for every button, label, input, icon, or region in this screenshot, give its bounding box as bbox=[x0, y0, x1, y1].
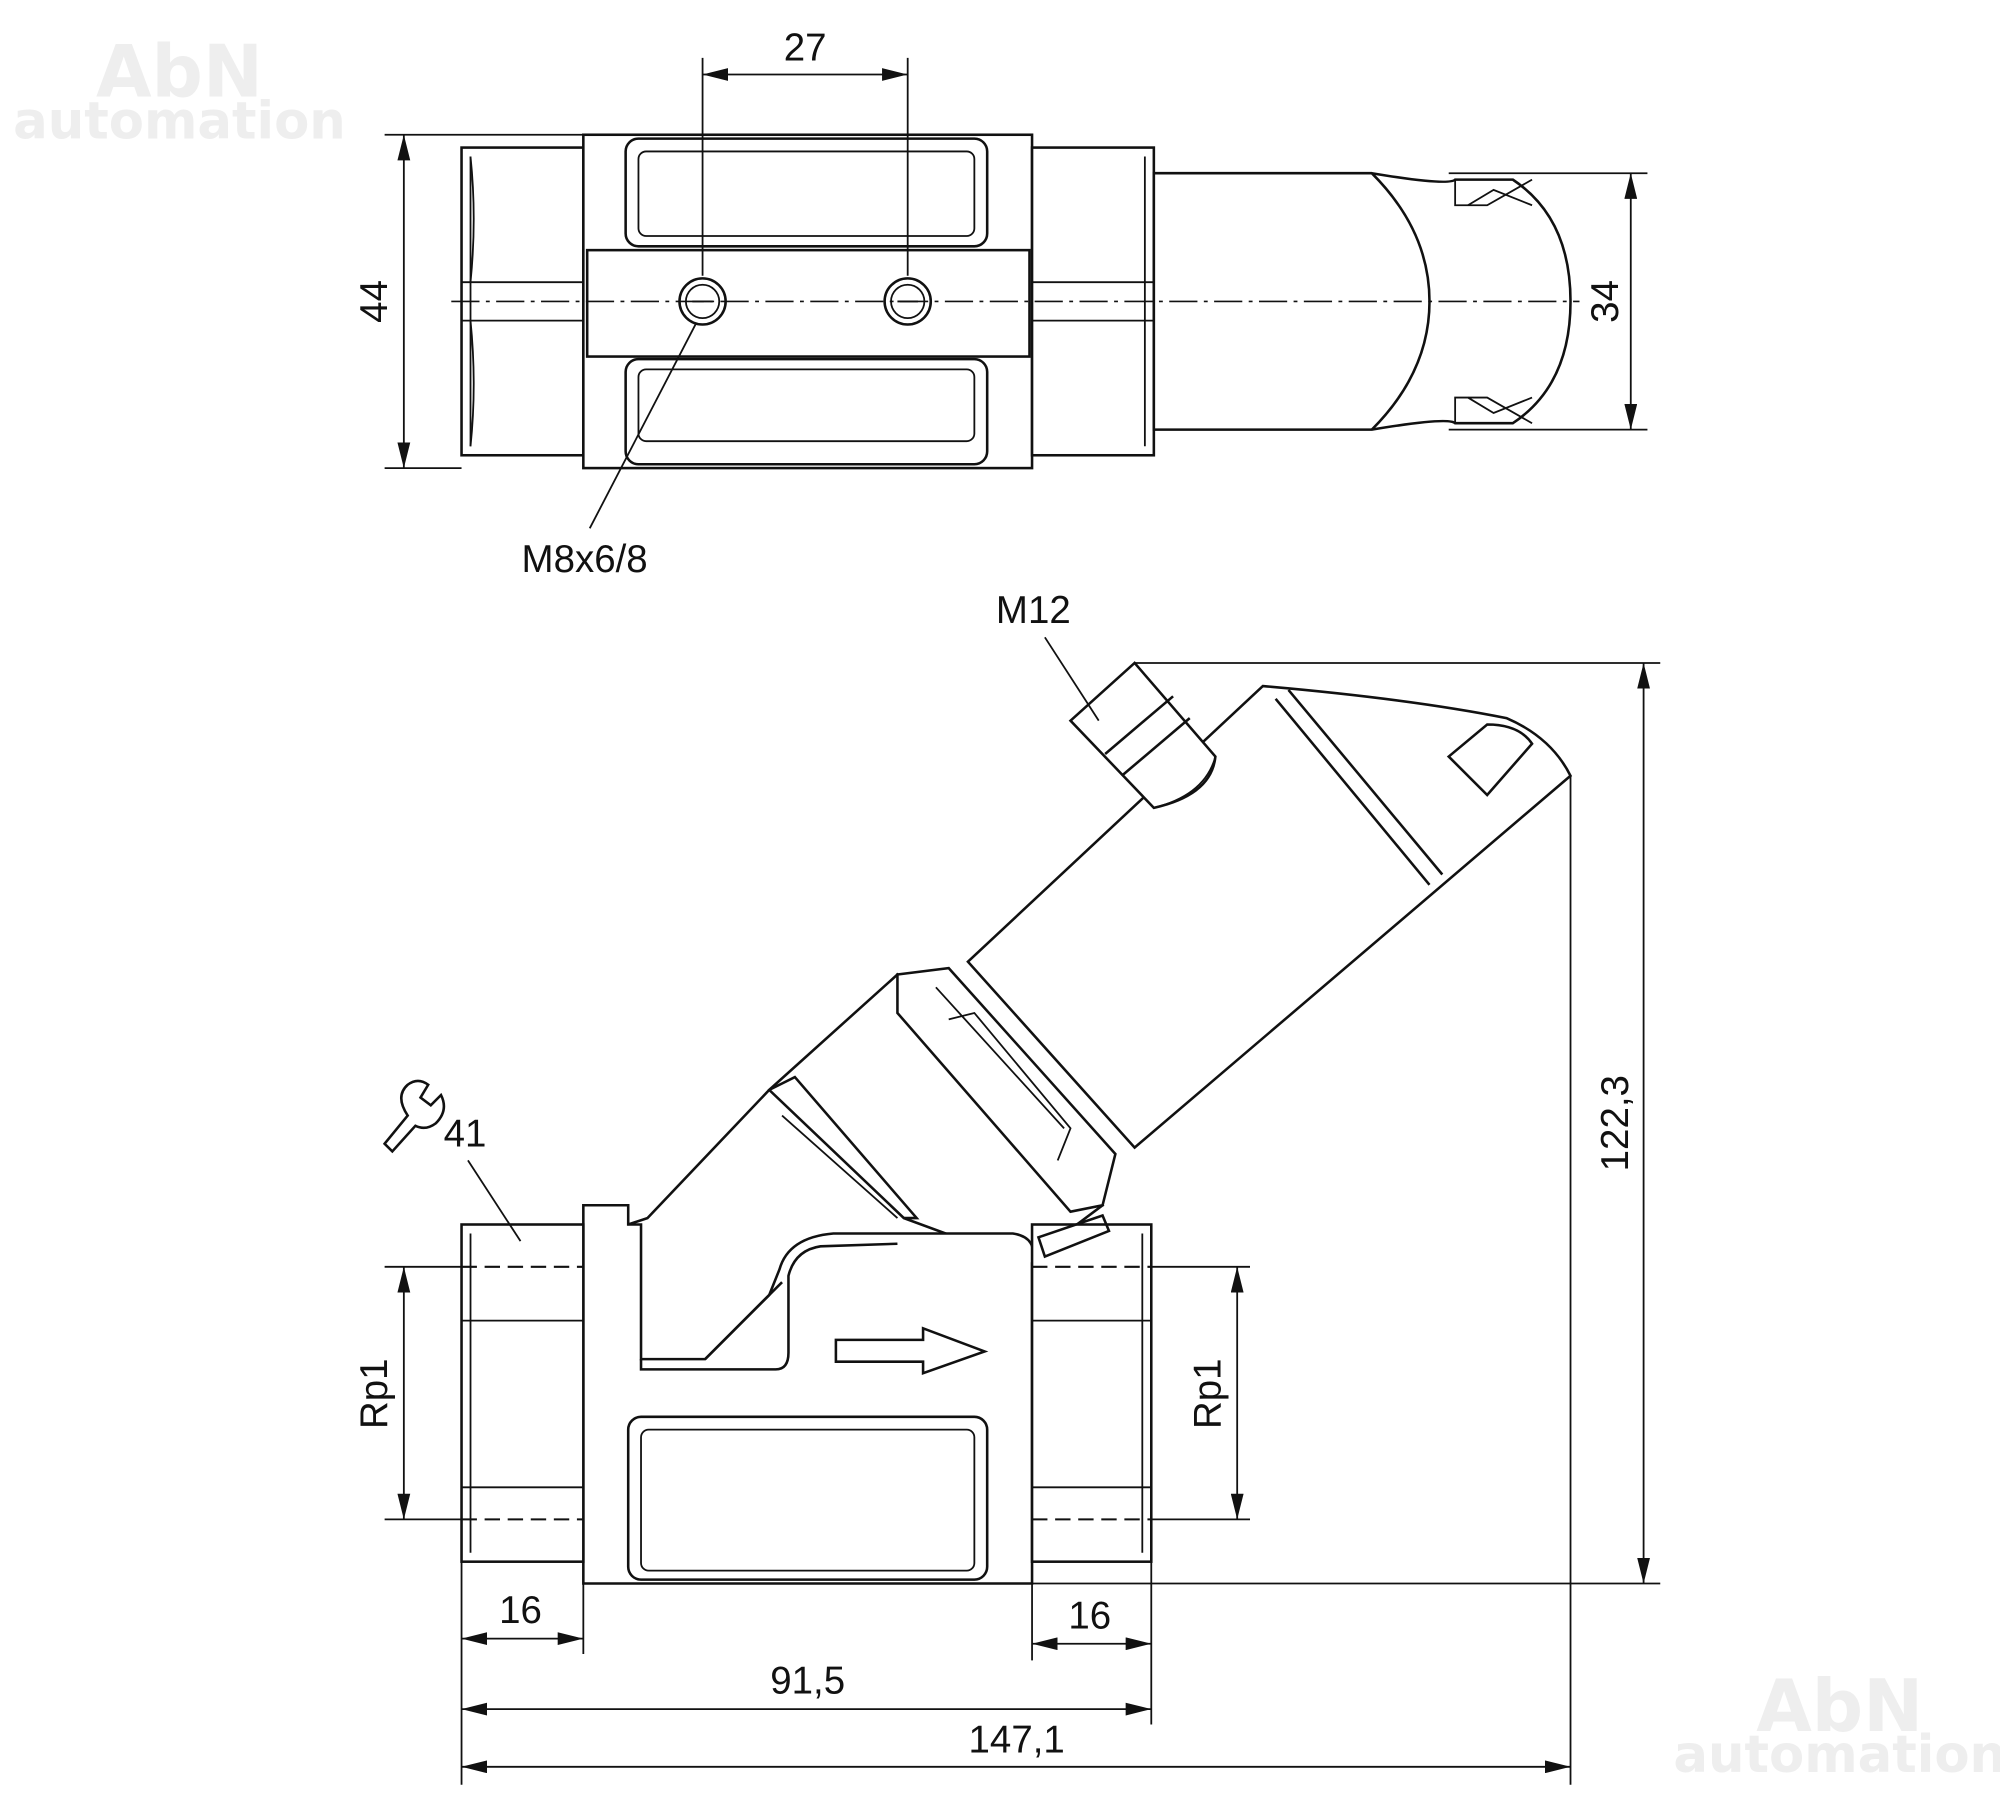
dimension-label: Rp1 bbox=[353, 1358, 396, 1429]
dimension-thread-left: Rp1 bbox=[353, 1265, 462, 1521]
dimension-label: 16 bbox=[499, 1589, 542, 1632]
dimension-body-length: 91,5 bbox=[461, 1660, 1152, 1716]
wrench-size-label: 41 bbox=[444, 1112, 487, 1155]
left-hex-nut bbox=[460, 1223, 585, 1563]
connector-callout: M12 bbox=[996, 589, 1100, 722]
dimension-label: 122,3 bbox=[1594, 1075, 1637, 1171]
m12-connector bbox=[1068, 661, 1217, 810]
flow-direction-arrow-icon bbox=[834, 1326, 989, 1376]
watermark-text: AbN bbox=[1756, 1664, 1923, 1748]
watermark-top-left: AbN automation bbox=[13, 29, 346, 151]
dimension-total-length: 147,1 bbox=[461, 1719, 1571, 1774]
dimension-total-height: 122,3 bbox=[1032, 662, 1661, 1785]
thread-callout-label: M8x6/8 bbox=[522, 538, 648, 581]
thread-callout: M8x6/8 bbox=[522, 322, 697, 581]
dimension-label: Rp1 bbox=[1187, 1358, 1230, 1429]
watermark-text: AbN bbox=[96, 29, 263, 113]
watermark-text: automation bbox=[1673, 1725, 2000, 1785]
side-view: M12 41 122,3 Rp1 bbox=[353, 589, 1661, 1785]
dimension-body-height: 44 bbox=[353, 133, 584, 469]
dimension-thread-depth-right: 16 bbox=[1031, 1561, 1153, 1725]
dimension-thread-right: Rp1 bbox=[1151, 1265, 1250, 1521]
dimension-label: 91,5 bbox=[770, 1660, 845, 1703]
sensor-housing-side bbox=[767, 684, 1573, 1265]
mounting-hole bbox=[883, 277, 933, 326]
valve-body bbox=[582, 1089, 1035, 1585]
watermark-bottom-right: AbN automation bbox=[1673, 1664, 2000, 1785]
wrench-size-callout: 41 bbox=[382, 1079, 522, 1242]
dimension-hole-spacing: 27 bbox=[701, 26, 909, 276]
dimension-label: 44 bbox=[353, 280, 396, 323]
watermark-text: automation bbox=[13, 92, 346, 152]
dimension-thread-depth-left: 16 bbox=[460, 1561, 585, 1785]
dimension-label: 34 bbox=[1584, 280, 1627, 323]
right-hex-nut bbox=[1030, 1213, 1153, 1563]
dimension-label: 27 bbox=[784, 26, 827, 69]
connector-callout-label: M12 bbox=[996, 589, 1071, 632]
wrench-icon bbox=[382, 1079, 446, 1154]
top-view: 27 44 34 M8x6/8 bbox=[353, 26, 1648, 581]
dimension-sensor-diameter: 34 bbox=[1448, 172, 1648, 431]
mounting-hole bbox=[678, 277, 727, 326]
dimension-label: 16 bbox=[1068, 1594, 1111, 1637]
dimension-label: 147,1 bbox=[969, 1719, 1065, 1762]
